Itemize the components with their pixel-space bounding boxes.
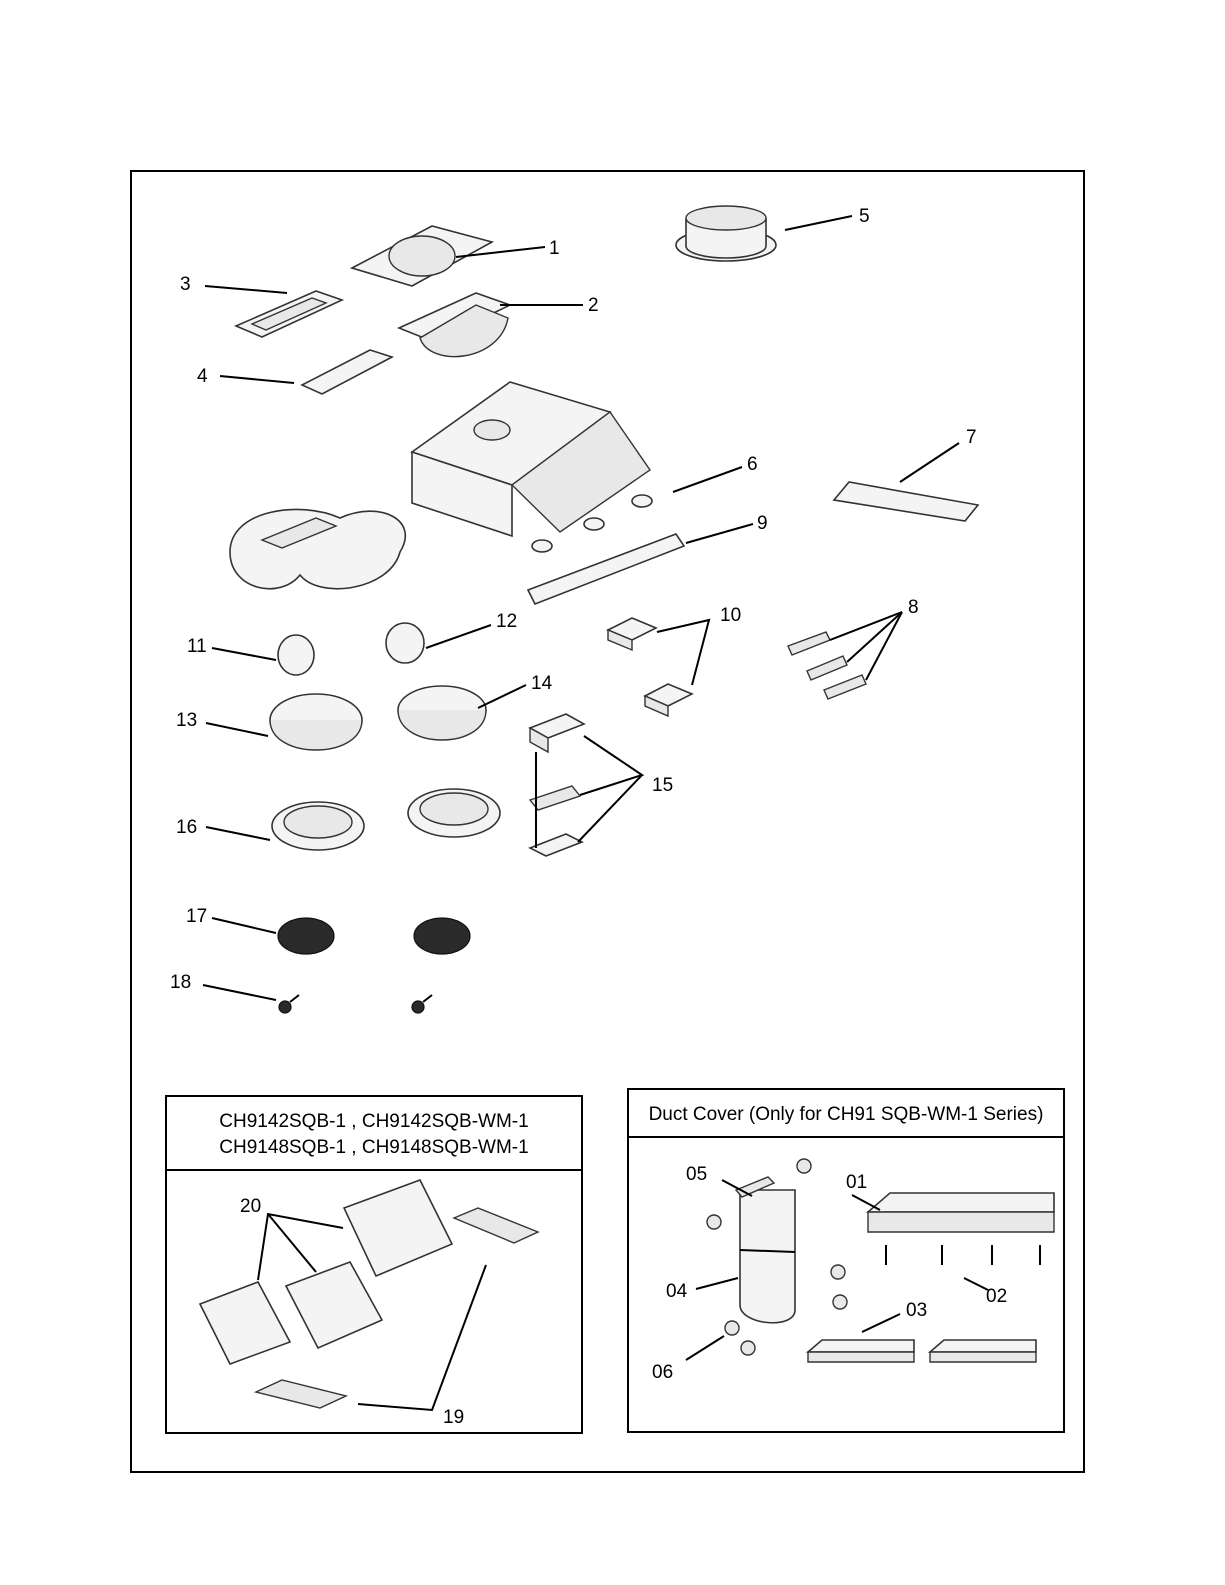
callout-9: 9	[757, 513, 768, 534]
hood-bottom-pan	[230, 509, 405, 588]
duct-callout-02: 02	[986, 1286, 1007, 1307]
part-12-motor	[386, 623, 491, 663]
part-10-control-boxes	[608, 618, 709, 716]
callout-18: 18	[170, 972, 191, 993]
callout-20: 20	[240, 1196, 261, 1217]
range-hood-body	[412, 382, 650, 536]
duct-callout-03: 03	[906, 1300, 927, 1321]
part-15-junction-box	[530, 714, 642, 856]
callout-13: 13	[176, 710, 197, 731]
callout-15: 15	[652, 775, 673, 796]
part-14-blower-housing	[398, 685, 526, 740]
duct-callout-05: 05	[686, 1164, 707, 1185]
duct-callout-01: 01	[846, 1172, 867, 1193]
callout-2: 2	[588, 295, 599, 316]
callout-11: 11	[187, 636, 207, 657]
part-7-bracket	[834, 443, 978, 521]
part-13-blower-housing	[206, 694, 362, 750]
callout-1: 1	[549, 238, 560, 259]
callout-6: 6	[747, 454, 758, 475]
part-4-gasket	[220, 350, 392, 394]
duct-cover-box	[628, 1089, 1064, 1432]
part-8-switch-boards	[788, 612, 902, 699]
duct-callout-06: 06	[652, 1362, 673, 1383]
callout-8: 8	[908, 597, 919, 618]
callout-16: 16	[176, 817, 197, 838]
callout-7: 7	[966, 427, 977, 448]
duct-callout-04: 04	[666, 1281, 688, 1302]
part-9-trim-strip	[528, 524, 753, 604]
part-1-mounting-plate	[352, 226, 545, 286]
callout-4: 4	[197, 366, 208, 387]
filter-box-title-1: CH9142SQB-1 , CH9142SQB-WM-1	[219, 1111, 528, 1132]
filter-box-title-2: CH9148SQB-1 , CH9148SQB-WM-1	[219, 1137, 528, 1158]
callout-14: 14	[531, 673, 553, 694]
callout-12: 12	[496, 611, 517, 632]
part-17-grease-caps	[212, 918, 470, 954]
part-16-rings	[206, 789, 500, 850]
part-2-adapter-plate	[399, 293, 583, 357]
part-3-rect-frame	[205, 286, 342, 337]
callout-3: 3	[180, 274, 191, 295]
callout-17: 17	[186, 906, 207, 927]
callout-5: 5	[859, 206, 870, 227]
part-18-screws	[203, 985, 432, 1013]
part-5-duct-collar	[676, 206, 852, 261]
duct-box-title: Duct Cover (Only for CH91 SQB-WM-1 Serie…	[649, 1104, 1044, 1125]
callout-10: 10	[720, 605, 741, 626]
part-11-motor	[212, 635, 314, 675]
callout-19: 19	[443, 1407, 464, 1428]
